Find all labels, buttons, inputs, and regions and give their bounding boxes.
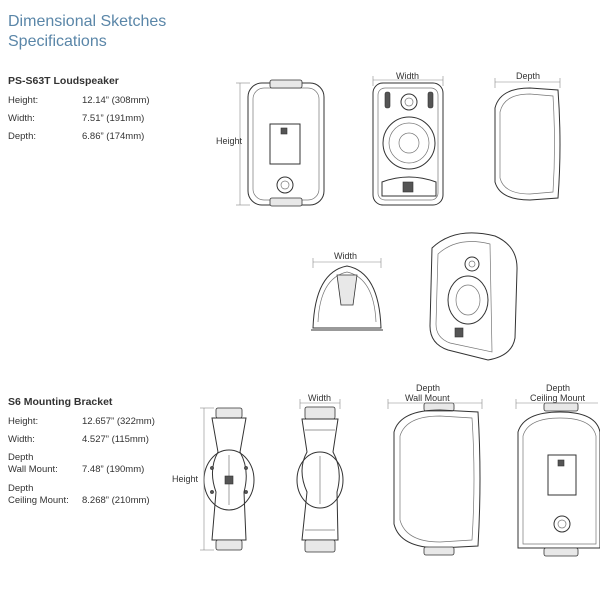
speaker-perspective-view xyxy=(429,232,518,361)
label-height-bracket: Height xyxy=(172,474,199,484)
bracket-depth-ceiling-label1: Depth xyxy=(8,483,34,494)
bracket-alt-view xyxy=(296,406,344,553)
label-depth-wall: Depth xyxy=(416,383,440,393)
top-width-dimension xyxy=(312,258,382,268)
bracket-width-dimension xyxy=(299,399,341,409)
label-ceiling-mount: Ceiling Mount xyxy=(530,393,586,403)
speaker-top-view xyxy=(311,265,383,331)
speaker-front-view xyxy=(247,79,325,207)
spec-width-value: 7.51” (191mm) xyxy=(82,113,145,124)
bracket-height-value: 12.657” (322mm) xyxy=(82,416,155,427)
spec-depth-label: Depth: xyxy=(8,131,36,142)
bracket-depth-ceiling-label2: Ceiling Mount: xyxy=(8,495,69,506)
ceiling-mount-view xyxy=(517,402,600,557)
bracket-height-dimension xyxy=(200,407,214,551)
bracket-front-view xyxy=(203,407,255,551)
speaker-height-dimension xyxy=(236,82,250,206)
page-title: Dimensional Sketches xyxy=(8,13,167,30)
speaker-side-view xyxy=(494,87,561,201)
bracket-depth-wall-value: 7.48” (190mm) xyxy=(82,464,145,475)
loudspeaker-heading: PS-S63T Loudspeaker xyxy=(8,75,119,87)
label-depth-speaker: Depth xyxy=(516,71,540,81)
bracket-width-value: 4.527” (115mm) xyxy=(82,434,149,445)
page-subtitle: Specifications xyxy=(8,33,107,50)
label-width-bracket: Width xyxy=(308,393,331,403)
speaker-depth-dimension xyxy=(494,78,561,88)
label-width-top: Width xyxy=(334,251,357,261)
bracket-depth-wall-label1: Depth xyxy=(8,452,34,463)
label-height: Height xyxy=(216,136,243,146)
speaker-width-dimension xyxy=(372,76,444,86)
spec-depth-value: 6.86” (174mm) xyxy=(82,131,145,142)
speaker-driver-view xyxy=(372,82,444,206)
bracket-depth-ceiling-value: 8.268” (210mm) xyxy=(82,495,150,506)
spec-height-value: 12.14” (308mm) xyxy=(82,95,150,106)
spec-width-label: Width: xyxy=(8,113,35,124)
spec-height-label: Height: xyxy=(8,95,39,106)
label-width-front: Width xyxy=(396,71,419,81)
bracket-height-label: Height: xyxy=(8,416,39,427)
bracket-heading: S6 Mounting Bracket xyxy=(8,396,113,408)
label-depth-ceiling: Depth xyxy=(546,383,570,393)
wall-mount-view xyxy=(393,402,481,556)
wall-mount-depth-dimension xyxy=(387,399,483,409)
ceiling-mount-depth-dimension xyxy=(515,399,598,409)
bracket-width-label: Width: xyxy=(8,434,35,445)
label-wall-mount: Wall Mount xyxy=(405,393,450,403)
bracket-depth-wall-label2: Wall Mount: xyxy=(8,464,58,475)
